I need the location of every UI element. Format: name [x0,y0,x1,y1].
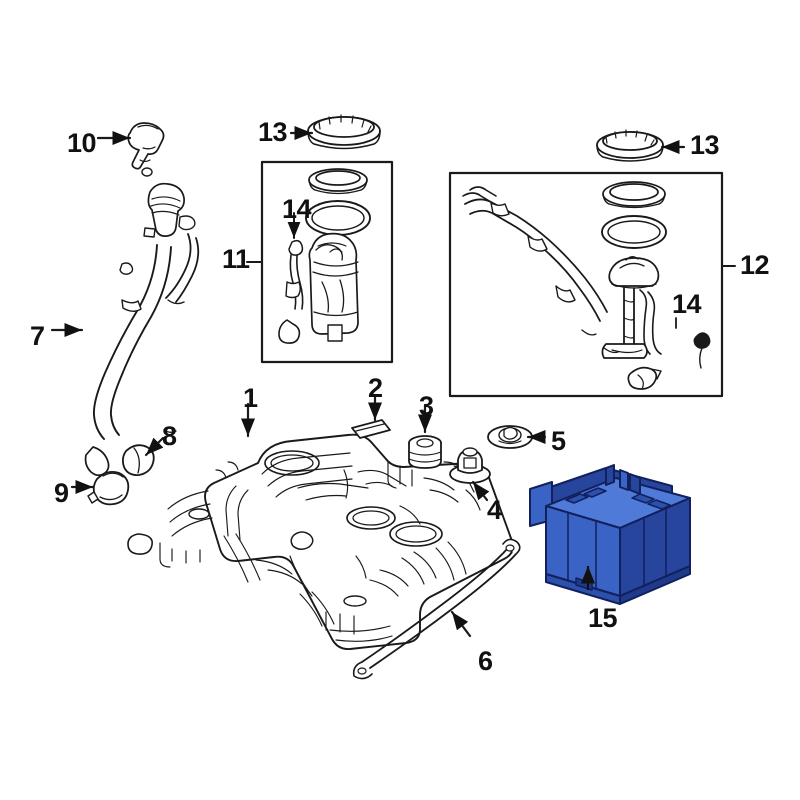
group-box-12-rect [448,171,724,398]
part-14-seal-left [308,168,368,195]
callout-label-4: 4 [487,495,502,525]
part-6-tank-strap [352,538,521,680]
part-13-lock-ring-left [307,114,381,150]
arrow-6 [450,610,472,638]
part-14-oring-left [305,200,371,236]
callout-label-3: 3 [419,391,434,421]
part-12-fuel-pipes [462,186,619,354]
part-14-oring-right [601,215,667,249]
part-7-filler-neck [84,182,200,477]
callout-label-13-right: 13 [690,130,720,160]
part-15-vapor-canister [529,464,691,605]
callout-label-11: 11 [222,244,250,274]
callout-label-10: 10 [67,128,97,158]
part-3-spacer [408,435,442,469]
part-11-level-sender-arm [278,239,304,344]
arrow-8 [144,436,165,457]
callout-label-12: 12 [740,250,770,280]
part-12-sender-unit [601,256,662,359]
callout-label-14-left: 14 [282,194,312,224]
part-5-retainer-nut [487,425,533,449]
part-4-mount-bushing [449,447,491,484]
part-12-retainer-clip [627,366,662,390]
part-14-seal-right [602,181,666,209]
callout-label-13-left: 13 [258,117,288,147]
arrow-4 [471,480,490,502]
callout-label-2: 2 [368,373,383,403]
part-13-lock-ring-right [596,129,664,162]
callout-label-14-right: 14 [672,289,702,319]
part-10-filler-valve [127,122,165,177]
part-2-tank-pad [351,419,391,439]
part-9-hose-clamp [87,470,130,506]
callout-label-1: 1 [243,383,258,413]
part-8-connector [121,444,155,476]
callout-label-6: 6 [478,646,493,676]
part-14-valve-right [693,332,711,369]
callout-label-9: 9 [54,478,69,508]
callout-label-5: 5 [551,426,566,456]
part-11-pump-module [308,232,359,342]
callout-label-8: 8 [162,421,177,451]
callout-label-15: 15 [588,603,618,633]
callout-label-7: 7 [30,321,45,351]
